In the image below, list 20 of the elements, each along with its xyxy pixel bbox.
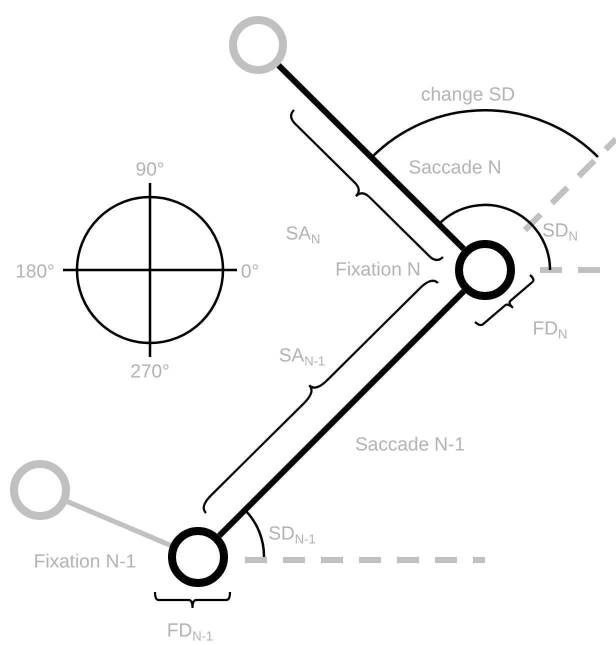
angle-label: SD$_{N}$ bbox=[542, 222, 578, 242]
angle-label: change SD bbox=[421, 86, 515, 104]
fixation-label: Fixation N bbox=[335, 260, 421, 280]
saccade-line bbox=[276, 63, 466, 252]
duration-label: FD$_{N}$ bbox=[532, 320, 568, 340]
edge-label: Saccade N bbox=[408, 158, 502, 178]
fixation-circle bbox=[168, 527, 228, 587]
edge-label: Saccade N-1 bbox=[355, 436, 465, 454]
saccade-line bbox=[66, 499, 172, 548]
saccade-line bbox=[217, 289, 466, 538]
angle-label: 0° bbox=[240, 262, 260, 282]
fixation-label: Fixation N-1 bbox=[34, 552, 136, 572]
angle-label: 90° bbox=[136, 160, 164, 180]
angle-label: SD$_{N-1}$ bbox=[268, 524, 316, 546]
duration-label: FD$_{N-1}$ bbox=[166, 622, 214, 642]
amplitude-label: SA$_{N}$ bbox=[286, 224, 320, 246]
angle-label: 270° bbox=[130, 362, 170, 382]
fixation-circle bbox=[455, 240, 515, 300]
angle-label: 180° bbox=[15, 262, 55, 282]
amplitude-label: SA$_{N-1}$ bbox=[278, 346, 326, 368]
